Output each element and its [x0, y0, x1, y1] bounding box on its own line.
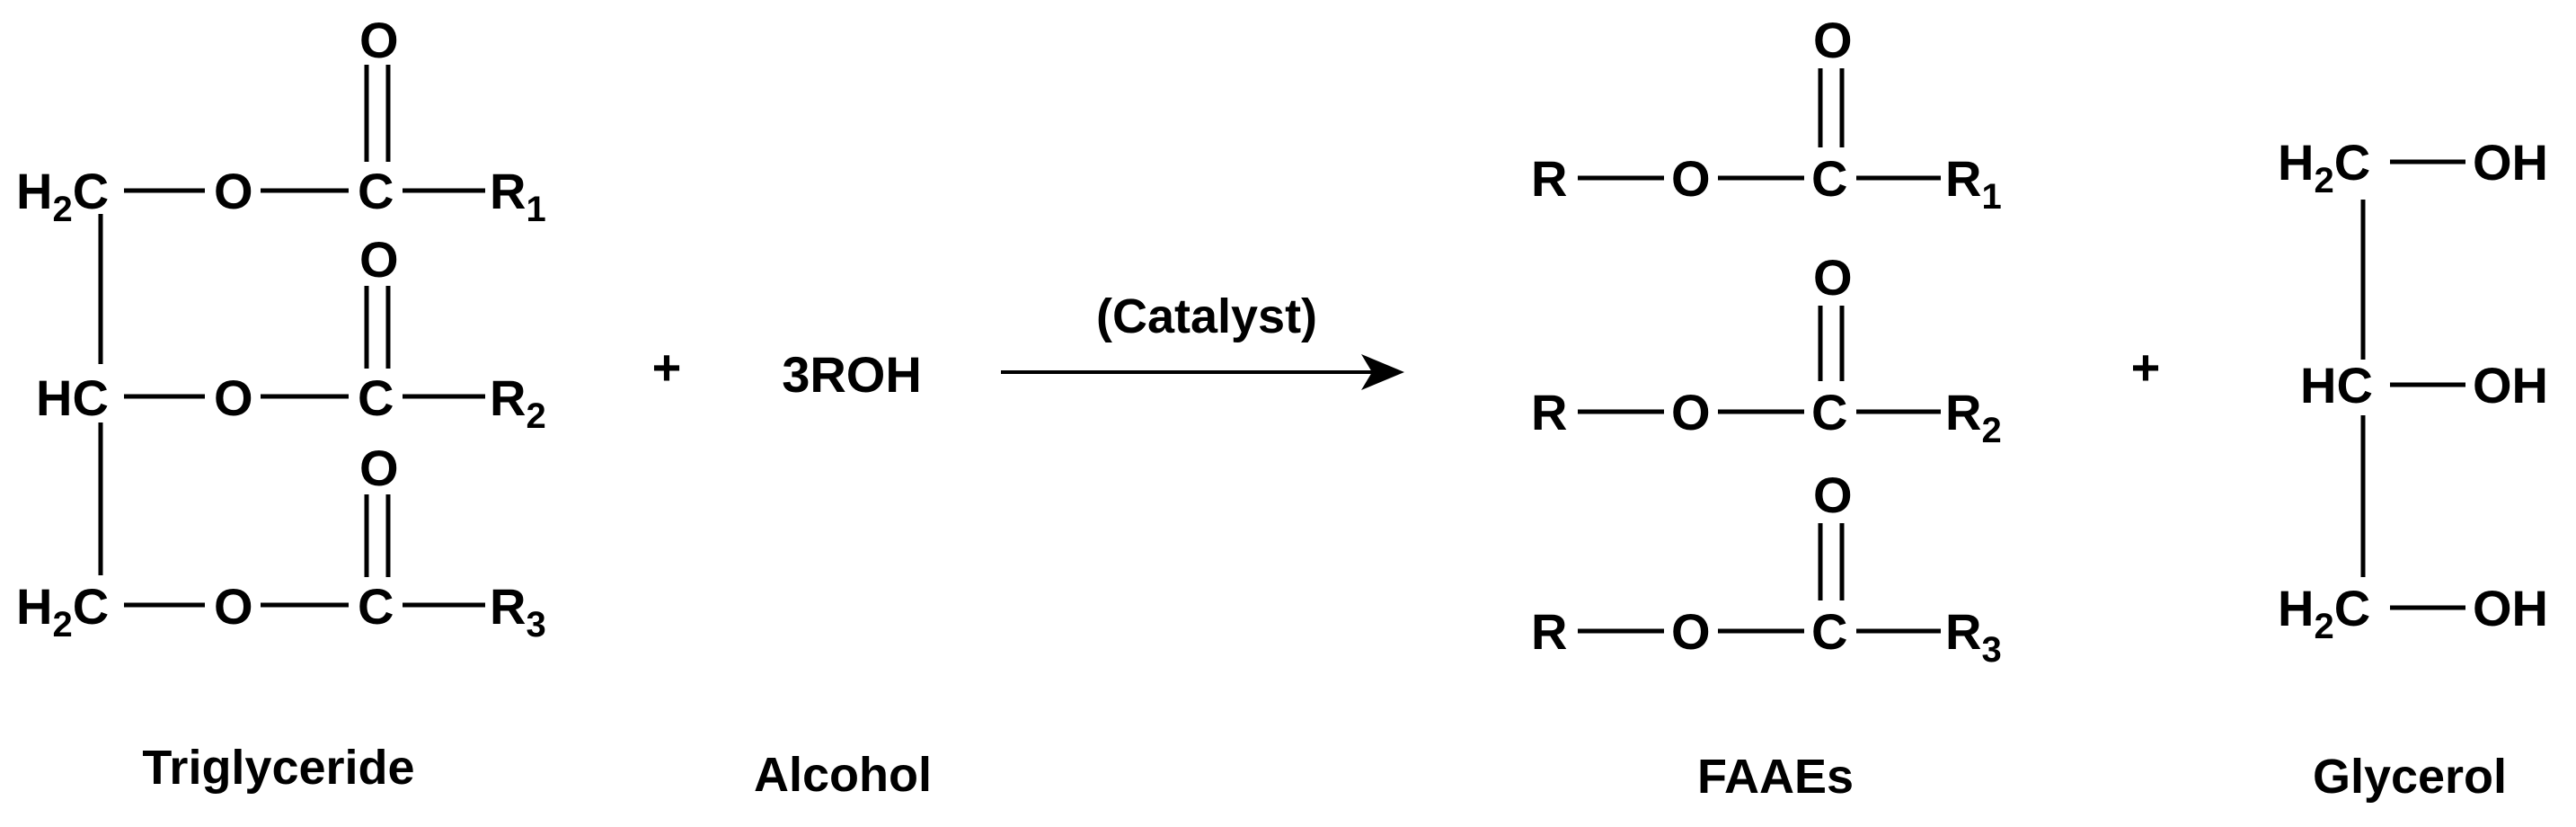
glycerol-row-1: H2C OH [2278, 134, 2548, 200]
row-1-lead-atom: H2C [16, 163, 109, 229]
alcohol-formula: 3ROH [782, 346, 922, 403]
row-3-ester-oxygen: O [214, 578, 253, 635]
faae-row-1: R O C O R1 [1531, 12, 2002, 217]
row-1-carbonyl-carbon: C [1811, 150, 1847, 207]
glycerol-row-2-hydroxyl: OH [2473, 357, 2548, 414]
row-2-r-left: R [1531, 384, 1567, 440]
glycerol-row-2-lead-atom: HC [2300, 357, 2373, 414]
row-2-lead-atom: HC [36, 369, 109, 426]
row-3-r-group: R3 [490, 578, 546, 645]
row-3-r-left: R [1531, 603, 1567, 660]
row-2-ester-oxygen: O [1671, 384, 1711, 440]
glycerol-row-1-lead-atom: H2C [2278, 134, 2370, 200]
glycerol-row-3: H2C OH [2278, 580, 2548, 646]
catalyst-label: (Catalyst) [1096, 289, 1317, 343]
alcohol-structure: 3ROH Alcohol [754, 346, 932, 802]
faae-row-2: R O C O R2 [1531, 249, 2002, 450]
row-2-carbonyl-oxygen: O [359, 231, 399, 288]
row-1-ester-oxygen: O [1671, 150, 1711, 207]
faaes-label: FAAEs [1697, 750, 1854, 804]
row-1-r-group: R1 [1945, 150, 2002, 217]
row-3-ester-oxygen: O [1671, 603, 1711, 660]
row-2-carbonyl-oxygen: O [1813, 249, 1853, 306]
row-1-r-left: R [1531, 150, 1567, 207]
alcohol-label: Alcohol [754, 748, 932, 802]
row-3-r-group: R3 [1945, 603, 2002, 670]
row-2-carbonyl-carbon: C [358, 369, 394, 426]
row-3-carbonyl-carbon: C [1811, 603, 1847, 660]
row-2-r-group: R2 [1945, 384, 2002, 450]
triglyceride-label: Triglyceride [142, 741, 414, 795]
glycerol-label: Glycerol [2313, 750, 2507, 804]
triglyceride-row-1: H2C O C O R1 [16, 12, 546, 229]
row-2-ester-oxygen: O [214, 369, 253, 426]
faae-row-3: R O C O R3 [1531, 467, 2002, 670]
row-3-lead-atom: H2C [16, 578, 109, 645]
row-3-carbonyl-oxygen: O [1813, 467, 1853, 523]
row-1-carbonyl-oxygen: O [359, 12, 399, 68]
row-1-carbonyl-oxygen: O [1813, 12, 1853, 68]
plus-sign-2: + [2131, 339, 2161, 396]
glycerol-structure: H2C OH HC OH H2C OH Glycerol [2278, 134, 2548, 804]
row-2-r-group: R2 [490, 369, 546, 436]
glycerol-row-3-lead-atom: H2C [2278, 580, 2370, 646]
row-1-r-group: R1 [490, 163, 546, 229]
triglyceride-row-3: H2C O C O R3 [16, 440, 546, 645]
plus-sign-1: + [652, 339, 682, 396]
glycerol-row-1-hydroxyl: OH [2473, 134, 2548, 191]
row-3-carbonyl-carbon: C [358, 578, 394, 635]
glycerol-row-3-hydroxyl: OH [2473, 580, 2548, 636]
reaction-arrow: (Catalyst) [1001, 289, 1404, 390]
row-2-carbonyl-carbon: C [1811, 384, 1847, 440]
faaes-structure: R O C O R1 R O C O R2 R O [1531, 12, 2002, 804]
row-1-ester-oxygen: O [214, 163, 253, 219]
glycerol-row-2: HC OH [2300, 357, 2548, 414]
triglyceride-row-2: HC O C O R2 [36, 231, 546, 436]
row-1-carbonyl-carbon: C [358, 163, 394, 219]
triglyceride-structure: H2C O C O R1 HC O C O R2 H2C [16, 12, 546, 795]
row-3-carbonyl-oxygen: O [359, 440, 399, 496]
